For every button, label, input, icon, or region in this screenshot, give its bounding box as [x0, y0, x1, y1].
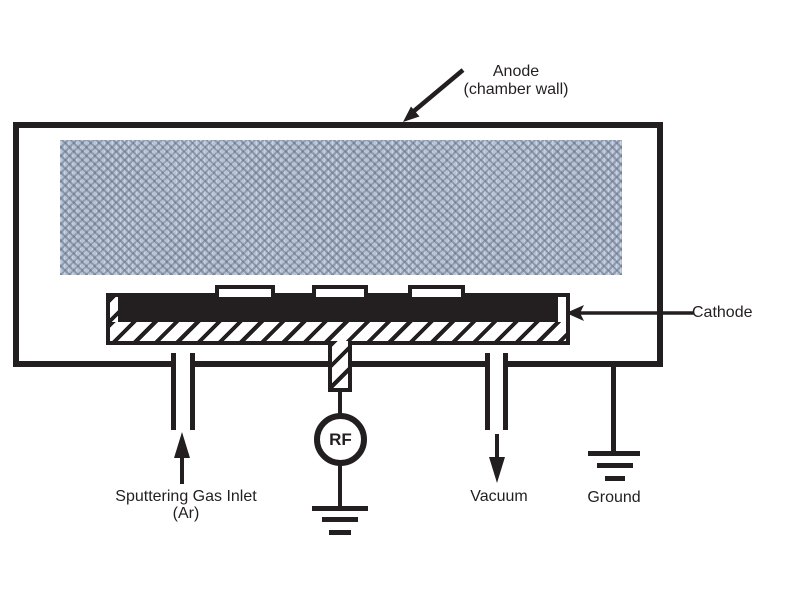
rf-source-label: RF — [329, 429, 352, 449]
plasma-region — [60, 140, 622, 275]
gas-inlet-tube — [171, 353, 176, 430]
gas-inlet-wall-opening — [176, 360, 190, 370]
backing-plate-left-cap — [110, 297, 118, 322]
rf-ground-wire — [338, 465, 342, 507]
backing-plate-right-cap — [558, 297, 566, 322]
cathode-label: Cathode — [692, 304, 753, 321]
gas-inlet-tube — [190, 353, 195, 430]
vacuum-down-arrow — [489, 434, 505, 483]
chamber-ground-symbol — [597, 463, 633, 468]
vacuum-label: Vacuum — [470, 488, 528, 505]
rf-wire — [338, 391, 342, 414]
cathode-bar — [118, 297, 558, 322]
chamber-ground-symbol — [588, 451, 640, 456]
gas-inlet-label-line2: (Ar) — [172, 505, 200, 522]
rf-ground-symbol — [322, 517, 358, 522]
vacuum-tube — [503, 353, 508, 430]
anode-label: Anode (chamber wall) — [464, 63, 569, 99]
gas-inlet-up-arrow — [174, 432, 190, 484]
wafer — [215, 285, 275, 297]
backing-plate-hatch — [110, 322, 566, 341]
rf-ground-symbol — [329, 530, 351, 535]
rf-source: RF — [314, 413, 367, 466]
wafer — [408, 285, 465, 297]
ground-label: Ground — [587, 489, 641, 506]
cathode-backing-plate — [106, 293, 570, 345]
chamber-ground-symbol — [605, 476, 625, 481]
anode-arrow — [403, 68, 465, 122]
gas-inlet-label: Sputtering Gas Inlet (Ar) — [115, 488, 256, 522]
wafer — [312, 285, 368, 297]
rf-ground-symbol — [312, 506, 368, 511]
anode-label-line2: (chamber wall) — [463, 81, 569, 98]
gas-inlet-label-line1: Sputtering Gas Inlet — [115, 488, 257, 505]
vacuum-tube — [485, 353, 490, 430]
chamber-ground-wire — [611, 366, 616, 453]
cathode-stem — [328, 341, 352, 392]
vacuum-wall-opening — [490, 360, 503, 370]
anode-label-line1: Anode — [492, 63, 540, 80]
